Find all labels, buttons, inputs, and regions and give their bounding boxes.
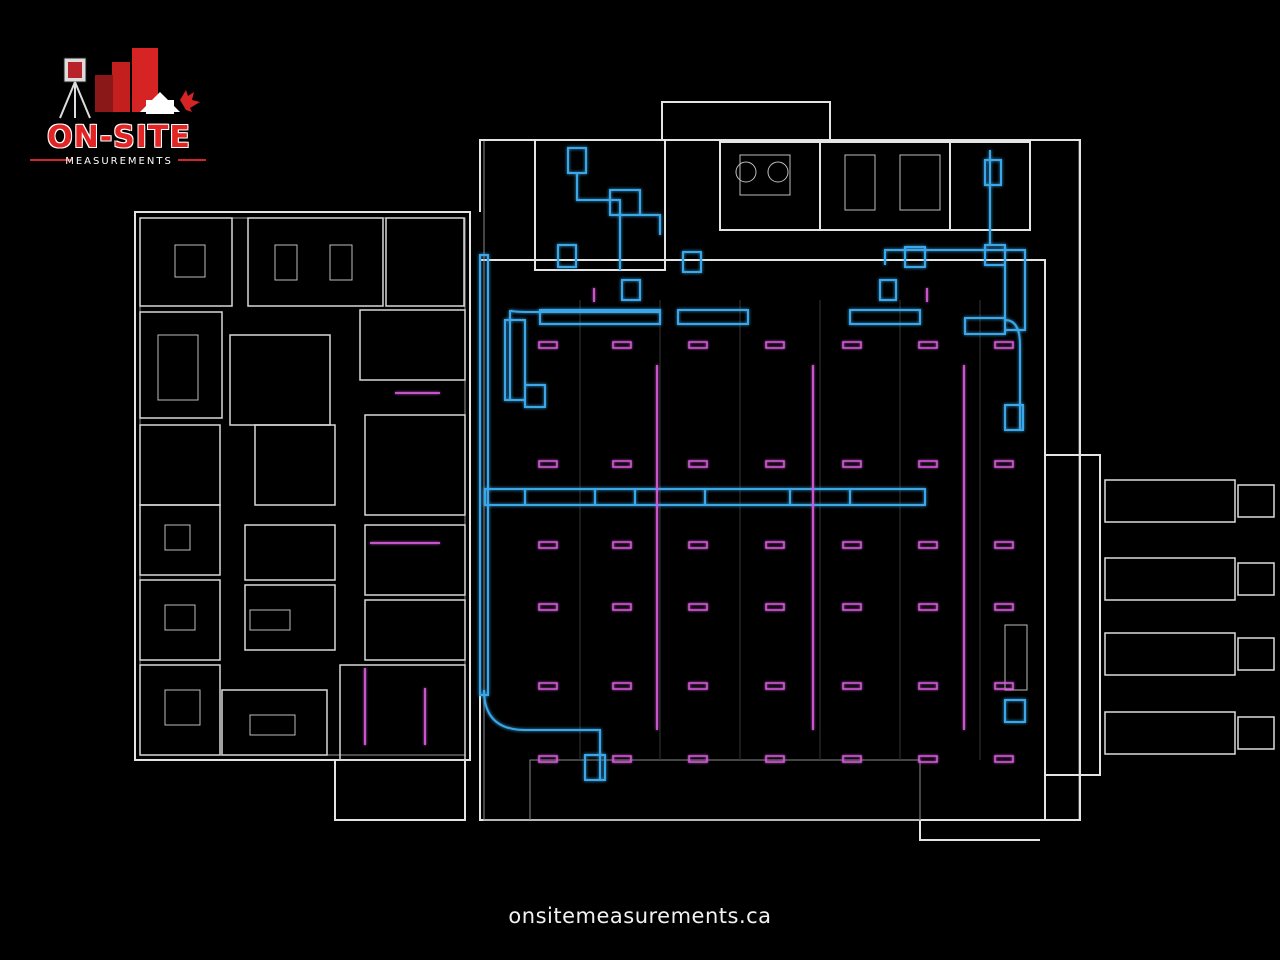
light-fixture [918,755,938,763]
light-fixture [994,682,1014,690]
office-rooms [139,217,466,761]
light-fixtures [538,341,1014,763]
light-fixture [918,341,938,349]
light-fixture [994,541,1014,549]
light-fixture [612,682,632,690]
furniture [157,154,1028,736]
light-fixture [612,755,632,763]
light-fixture [688,682,708,690]
light-fixture [842,541,862,549]
logo-subtitle: MEASUREMENTS [65,156,173,167]
light-fixture [688,341,708,349]
light-fixture [994,341,1014,349]
website-url: onsitemeasurements.ca [508,904,772,928]
light-fixture [918,682,938,690]
lighting [364,288,965,745]
light-fixture [994,460,1014,468]
light-fixture [918,603,938,611]
logo-title: ON-SITE [47,120,191,155]
light-fixture [842,682,862,690]
light-fixture [994,603,1014,611]
light-fixture [765,460,785,468]
light-fixture [538,603,558,611]
light-fixture [612,460,632,468]
light-fixture [612,603,632,611]
light-fixture [842,755,862,763]
light-fixture [918,460,938,468]
light-fixture [765,341,785,349]
light-fixture [688,541,708,549]
light-fixture [538,682,558,690]
light-fixture [688,603,708,611]
light-fixture [688,460,708,468]
light-fixture [612,541,632,549]
light-fixture [538,755,558,763]
structural-grid [579,300,981,760]
logo-graphic [30,48,206,161]
light-fixture [688,755,708,763]
light-fixture [842,603,862,611]
light-fixture [994,755,1014,763]
light-fixture [842,460,862,468]
light-fixture [765,682,785,690]
light-fixture [842,341,862,349]
light-fixture [765,541,785,549]
light-fixture [918,541,938,549]
light-fixture [765,603,785,611]
light-fixture [538,460,558,468]
company-logo: ON-SITE MEASUREMENTS [20,36,220,176]
hvac-ductwork [479,147,1026,781]
light-fixture [612,341,632,349]
trucks [1104,479,1275,755]
walls [134,101,1101,841]
light-fixture [765,755,785,763]
light-fixture [538,541,558,549]
light-fixture [538,341,558,349]
